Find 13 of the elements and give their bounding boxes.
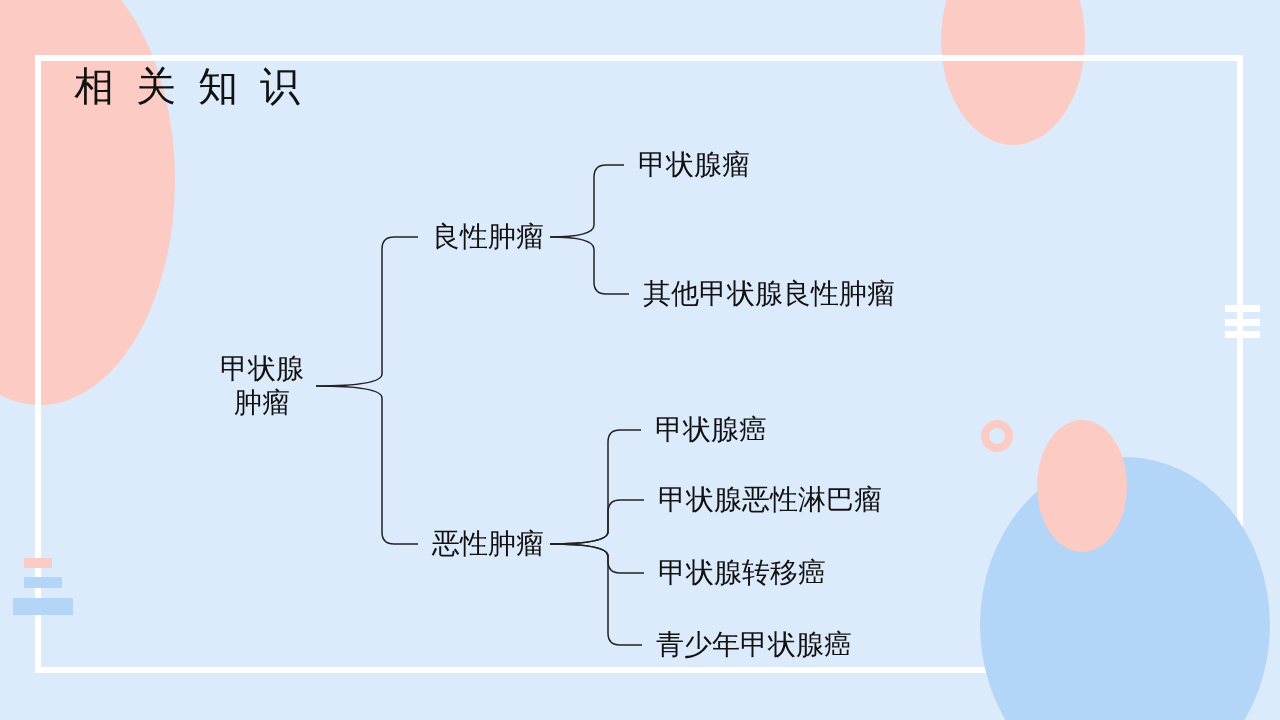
category-label: 其他甲状腺良性肿瘤 xyxy=(643,277,895,311)
category-label: 甲状腺肿瘤 xyxy=(214,352,310,420)
category-label: 青少年甲状腺癌 xyxy=(656,628,852,662)
brace-line xyxy=(315,385,419,545)
category-label: 良性肿瘤 xyxy=(432,220,544,254)
category-label: 恶性肿瘤 xyxy=(432,527,544,561)
slide-title: 相关知识 xyxy=(74,62,322,110)
category-label: 甲状腺瘤 xyxy=(638,148,750,182)
category-label: 甲状腺癌 xyxy=(655,413,767,447)
brace-line xyxy=(549,236,630,295)
brace-line xyxy=(549,543,643,646)
category-label: 甲状腺恶性淋巴瘤 xyxy=(658,483,882,517)
category-label: 甲状腺转移癌 xyxy=(658,556,826,590)
